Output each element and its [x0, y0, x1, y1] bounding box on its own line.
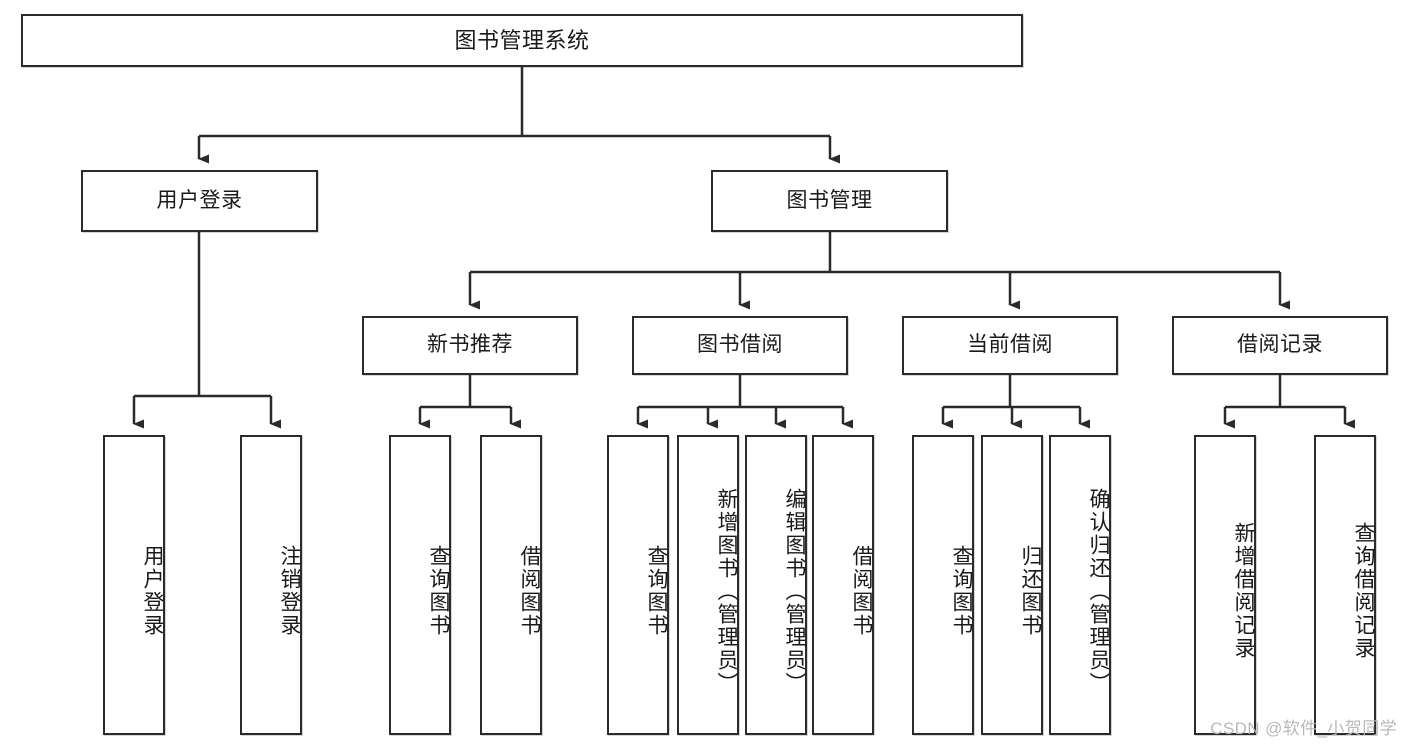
node-label: 新书推荐	[427, 333, 513, 357]
node-leaf-current-query-book[interactable]: 查询图书	[912, 435, 974, 735]
node-leaf-current-confirm-return-admin[interactable]: 确认归还（管理员）	[1049, 435, 1111, 735]
node-label: 借阅图书	[518, 545, 541, 637]
node-book-borrow[interactable]: 图书借阅	[632, 316, 848, 375]
node-label: 图书管理	[786, 188, 873, 212]
watermark: CSDN @软件_小贺同学	[1210, 719, 1397, 738]
node-leaf-record-query-borrow-record[interactable]: 查询借阅记录	[1314, 435, 1376, 735]
node-label: 借阅图书	[850, 545, 873, 637]
node-leaf-borrow-edit-book-admin[interactable]: 编辑图书（管理员）	[745, 435, 807, 735]
node-book-management[interactable]: 图书管理	[711, 170, 948, 232]
node-current-borrow[interactable]: 当前借阅	[902, 316, 1118, 375]
node-label: 图书借阅	[697, 333, 783, 357]
node-leaf-borrow-lend-book[interactable]: 借阅图书	[812, 435, 874, 735]
node-label: 用户登录	[156, 188, 243, 212]
node-label: 注销登录	[278, 545, 301, 637]
node-label: 新增借阅记录	[1232, 522, 1255, 660]
node-leaf-recommend-query-book[interactable]: 查询图书	[389, 435, 451, 735]
node-label: 查询图书	[427, 545, 450, 637]
node-label: 图书管理系统	[454, 27, 590, 53]
node-leaf-borrow-query-book[interactable]: 查询图书	[607, 435, 669, 735]
node-label: 查询借阅记录	[1352, 522, 1375, 660]
node-new-book-recommendation[interactable]: 新书推荐	[362, 316, 578, 375]
node-label: 当前借阅	[967, 333, 1053, 357]
node-leaf-user-login[interactable]: 用户登录	[103, 435, 165, 735]
node-leaf-user-logout[interactable]: 注销登录	[240, 435, 302, 735]
node-label: 用户登录	[141, 545, 164, 637]
node-label: 归还图书	[1019, 545, 1042, 637]
node-root-book-management-system[interactable]: 图书管理系统	[21, 14, 1023, 67]
node-leaf-current-return-book[interactable]: 归还图书	[981, 435, 1043, 735]
node-label: 查询图书	[645, 545, 668, 637]
node-label: 新增图书（管理员）	[715, 487, 738, 695]
node-borrow-record[interactable]: 借阅记录	[1172, 316, 1388, 375]
node-user-login[interactable]: 用户登录	[81, 170, 318, 232]
node-leaf-recommend-borrow-book[interactable]: 借阅图书	[480, 435, 542, 735]
node-label: 查询图书	[950, 545, 973, 637]
node-leaf-record-add-borrow-record[interactable]: 新增借阅记录	[1194, 435, 1256, 735]
node-label: 借阅记录	[1237, 333, 1323, 357]
node-leaf-borrow-add-book-admin[interactable]: 新增图书（管理员）	[677, 435, 739, 735]
node-label: 确认归还（管理员）	[1087, 487, 1110, 695]
node-label: 编辑图书（管理员）	[783, 487, 806, 695]
